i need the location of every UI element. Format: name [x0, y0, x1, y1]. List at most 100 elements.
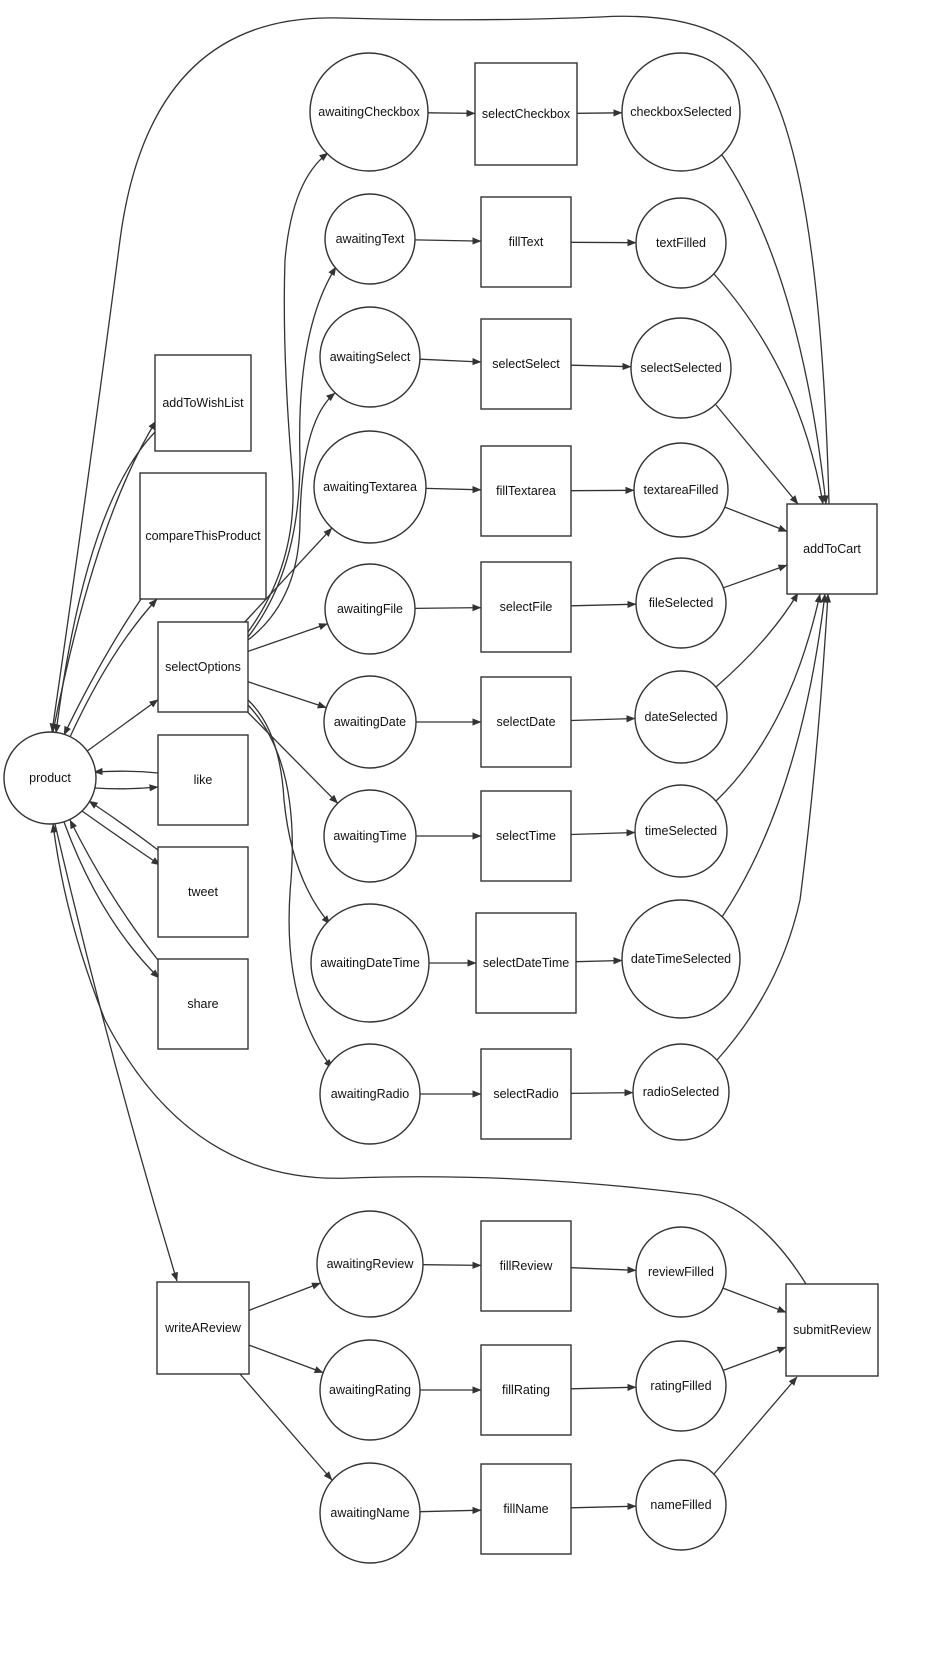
edge-select-radio-to-radio-selected — [570, 1089, 634, 1097]
node-shape-box — [785, 1283, 879, 1377]
nodes: product addToWishList compareThisProduct se… — [3, 52, 879, 1564]
edge-awaiting-checkbox-to-select-checkbox — [427, 109, 476, 117]
node-label: fillRating — [502, 1383, 550, 1397]
edge-product-to-compare-this-product — [69, 598, 158, 738]
node-shape-box — [480, 790, 572, 882]
node-awaiting-date: awaitingDate — [323, 675, 417, 769]
node-select-options: selectOptions — [157, 621, 249, 713]
node-label: product — [29, 771, 71, 785]
node-fill-name: fillName — [480, 1463, 572, 1555]
node-shape-box — [480, 318, 572, 410]
node-label: awaitingTime — [333, 829, 406, 843]
node-label: selectRadio — [493, 1087, 558, 1101]
node-awaiting-name: awaitingName — [319, 1462, 421, 1564]
node-shape-circle — [319, 1339, 421, 1441]
edge-select-options-to-awaiting-textarea — [244, 527, 333, 623]
node-label: selectOptions — [165, 660, 241, 674]
edge-write-areview-to-awaiting-review — [248, 1282, 321, 1312]
node-submit-review: submitReview — [785, 1283, 879, 1377]
edge-select-options-to-awaiting-checkbox — [247, 152, 329, 633]
edge-share-to-product — [69, 819, 159, 961]
edge-textarea-filled-to-add-to-cart — [724, 506, 788, 533]
node-shape-circle — [309, 52, 429, 172]
node-label: selectFile — [500, 600, 553, 614]
edge-product-to-share — [63, 821, 160, 979]
node-label: awaitingFile — [337, 602, 403, 616]
edge-submit-review-to-product — [50, 823, 807, 1285]
edge-product-to-select-options — [86, 699, 159, 752]
node-shape-circle — [635, 1459, 727, 1551]
edge-name-filled-to-submit-review — [713, 1376, 798, 1475]
edge-rating-filled-to-submit-review — [722, 1346, 787, 1372]
edge-fill-review-to-review-filled — [570, 1266, 637, 1274]
node-label: checkboxSelected — [630, 105, 732, 119]
node-label: reviewFilled — [648, 1265, 714, 1279]
node-date-time-selected: dateTimeSelected — [621, 899, 741, 1019]
node-compare-this-product: compareThisProduct — [139, 472, 267, 600]
node-rating-filled: ratingFilled — [635, 1340, 727, 1432]
node-awaiting-radio: awaitingRadio — [319, 1043, 421, 1145]
edge-time-selected-to-add-to-cart — [715, 593, 822, 802]
node-label: fillTextarea — [496, 484, 556, 498]
node-shape-box — [474, 62, 578, 166]
edge-product-to-tweet — [81, 810, 161, 866]
edge-select-options-to-awaiting-text — [247, 266, 337, 638]
node-label: awaitingTextarea — [323, 480, 417, 494]
node-label: compareThisProduct — [145, 529, 261, 543]
node-radio-selected: radioSelected — [632, 1043, 730, 1141]
node-select-date: selectDate — [480, 676, 572, 768]
edge-awaiting-name-to-fill-name — [419, 1506, 482, 1515]
node-shape-circle — [324, 193, 416, 285]
node-shape-circle — [319, 1043, 421, 1145]
edge-select-select-to-select-selected — [570, 362, 632, 371]
node-label: fillName — [503, 1502, 548, 1516]
edge-radio-selected-to-add-to-cart — [716, 593, 832, 1061]
edge-add-to-cart-to-product — [49, 15, 830, 733]
node-label: selectSelected — [640, 361, 721, 375]
edge-date-selected-to-add-to-cart — [715, 592, 799, 688]
node-fill-rating: fillRating — [480, 1344, 572, 1436]
node-shape-circle — [632, 1043, 730, 1141]
edge-select-options-to-awaiting-radio — [247, 704, 333, 1069]
edge-like-to-product — [93, 767, 159, 776]
node-select-checkbox: selectCheckbox — [474, 62, 578, 166]
edge-date-time-selected-to-add-to-cart — [721, 593, 828, 918]
node-shape-circle — [319, 1462, 421, 1564]
edge-text-filled-to-add-to-cart — [713, 273, 826, 505]
edge-select-selected-to-add-to-cart — [715, 404, 799, 505]
node-label: awaitingText — [336, 232, 405, 246]
edge-write-areview-to-awaiting-rating — [248, 1344, 324, 1374]
node-share: share — [157, 958, 249, 1050]
node-label: awaitingDateTime — [320, 956, 420, 970]
node-label: awaitingCheckbox — [318, 105, 420, 119]
edges — [49, 15, 832, 1515]
node-label: fillText — [509, 235, 544, 249]
node-label: like — [194, 773, 213, 787]
node-label: timeSelected — [645, 824, 717, 838]
edge-file-selected-to-add-to-cart — [723, 564, 788, 589]
node-shape-box — [480, 1463, 572, 1555]
node-label: addToWishList — [162, 396, 244, 410]
edge-select-options-to-awaiting-date — [247, 681, 327, 709]
node-shape-circle — [313, 430, 427, 544]
node-label: fillReview — [500, 1259, 554, 1273]
node-shape-box — [480, 196, 572, 288]
node-shape-circle — [635, 1340, 727, 1432]
edge-product-to-like — [94, 784, 159, 792]
node-add-to-wish-list: addToWishList — [154, 354, 252, 452]
node-select-select: selectSelect — [480, 318, 572, 410]
node-shape-circle — [323, 675, 417, 769]
node-shape-circle — [635, 1226, 727, 1318]
node-label: awaitingRadio — [331, 1087, 410, 1101]
node-awaiting-textarea: awaitingTextarea — [313, 430, 427, 544]
node-file-selected: fileSelected — [635, 557, 727, 649]
edge-compare-this-product-to-product — [63, 598, 142, 736]
node-text-filled: textFilled — [635, 197, 727, 289]
node-label: awaitingReview — [327, 1257, 415, 1271]
node-tweet: tweet — [157, 846, 249, 938]
node-label: awaitingRating — [329, 1383, 411, 1397]
node-shape-circle — [3, 731, 97, 825]
node-label: dateSelected — [645, 710, 718, 724]
node-shape-circle — [621, 899, 741, 1019]
node-product: product — [3, 731, 97, 825]
